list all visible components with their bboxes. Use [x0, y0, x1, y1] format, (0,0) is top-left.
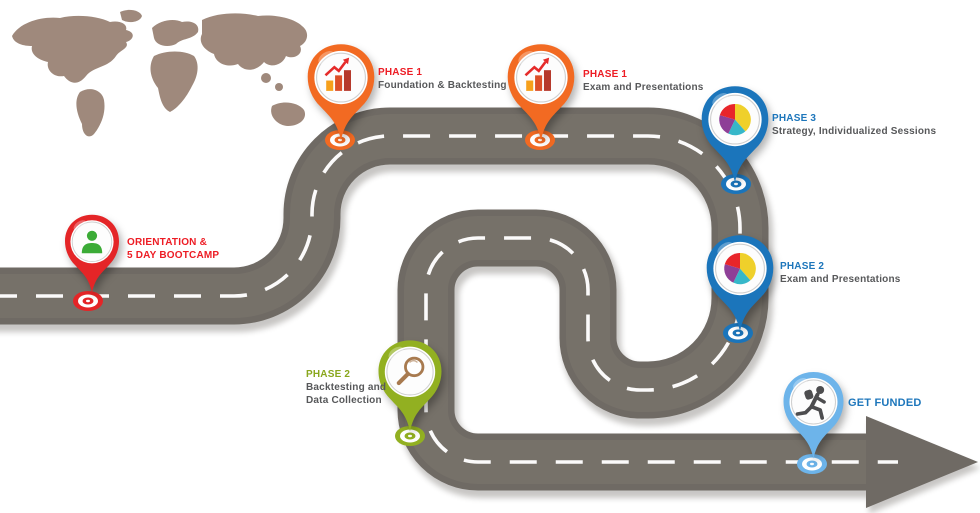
label-phase3-strategy: PHASE 3 Strategy, Individualized Session…	[772, 112, 936, 138]
milestone-marker-phase2-backtesting	[395, 426, 425, 446]
phase-title: Data Collection	[306, 395, 382, 406]
runner-icon	[795, 386, 826, 420]
milestone-marker-phase3-strategy	[721, 174, 751, 194]
road-arrowhead	[866, 416, 978, 508]
bar-chart-icon	[524, 57, 551, 91]
milestone-marker-get-funded	[797, 454, 827, 474]
pin-gloss	[793, 378, 808, 390]
magnifier-icon	[396, 356, 425, 386]
bar-chart-icon	[324, 57, 351, 91]
label-line: ORIENTATION &	[127, 237, 208, 248]
phase-name: PHASE 3	[772, 113, 817, 124]
phase-name: PHASE 2	[306, 369, 351, 380]
continent-north-america	[12, 15, 133, 83]
pin-gloss	[388, 346, 404, 360]
pin-gloss	[518, 50, 535, 65]
pin-gloss	[318, 50, 335, 65]
world-map-image	[12, 9, 308, 137]
continent-south-america	[76, 89, 105, 137]
milestone-marker-phase1-foundation	[325, 130, 355, 150]
phase-title: Strategy, Individualized Sessions	[772, 126, 937, 137]
phase-title: Exam and Presentations	[583, 82, 704, 93]
label-line: 5 DAY BOOTCAMP	[127, 250, 220, 261]
pin-phase2-backtesting	[375, 338, 445, 433]
continent-australia	[271, 102, 306, 126]
phase-title: Exam and Presentations	[780, 274, 901, 285]
label-phase1-exam: PHASE 1 Exam and Presentations	[583, 68, 704, 94]
continent-europe	[152, 20, 199, 46]
pin-phase1-exam	[504, 42, 578, 142]
continent-greenland	[120, 9, 142, 23]
road-center-line	[0, 134, 898, 464]
pin-phase3-strategy	[698, 84, 772, 184]
label-phase2-exam: PHASE 2 Exam and Presentations	[780, 260, 901, 286]
island	[275, 83, 283, 91]
phase-name: PHASE 1	[583, 69, 628, 80]
pin-phase2-exam	[703, 233, 777, 333]
pie-chart-icon	[724, 253, 756, 285]
phase-name: PHASE 1	[378, 67, 423, 78]
label-phase1-foundation: PHASE 1 Foundation & Backtesting	[378, 66, 507, 92]
phase-title: Backtesting and	[306, 382, 387, 393]
phase-name: PHASE 2	[780, 261, 825, 272]
continent-africa	[150, 51, 198, 112]
person-icon	[81, 230, 103, 254]
pin-orientation	[62, 213, 122, 294]
label-orientation: ORIENTATION & 5 DAY BOOTCAMP	[127, 236, 219, 262]
pin-gloss	[717, 241, 734, 256]
pin-gloss	[712, 92, 729, 107]
phase-title: Foundation & Backtesting	[378, 80, 507, 91]
pin-get-funded	[780, 370, 847, 460]
pin-gloss	[73, 220, 87, 231]
milestone-marker-phase2-exam	[723, 323, 753, 343]
label-get-funded: GET FUNDED	[848, 397, 922, 410]
island	[261, 73, 271, 83]
phase-title: GET FUNDED	[848, 397, 922, 409]
label-phase2-backtesting: PHASE 2 Backtesting and Data Collection	[306, 368, 386, 407]
pie-chart-icon	[719, 104, 751, 136]
milestone-marker-orientation	[73, 291, 103, 311]
continent-asia	[200, 13, 308, 70]
pin-phase1-foundation	[304, 42, 378, 142]
